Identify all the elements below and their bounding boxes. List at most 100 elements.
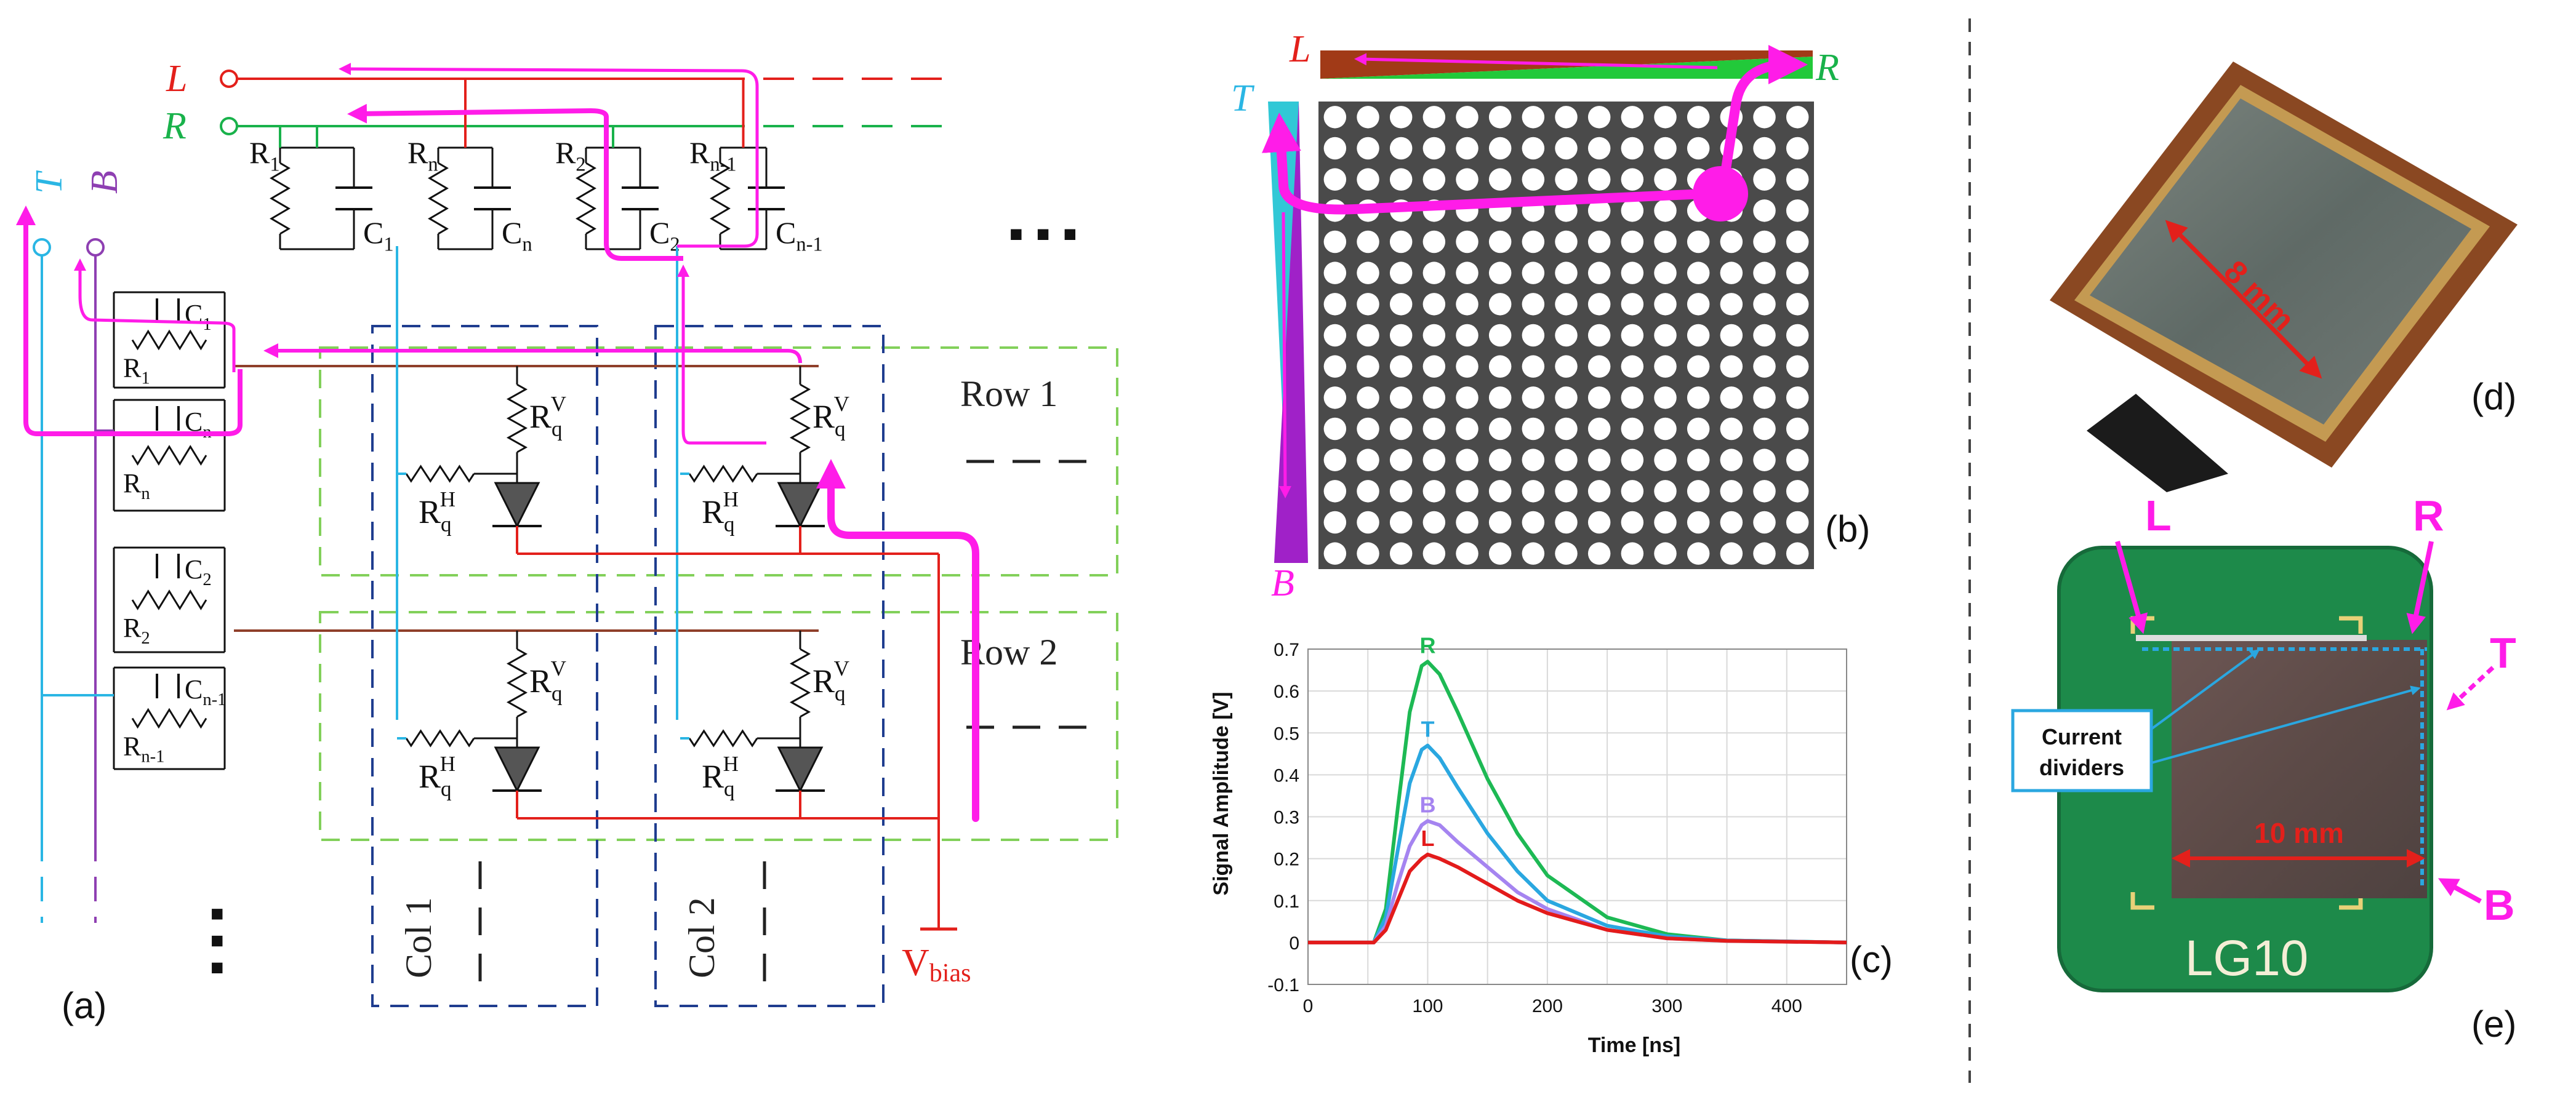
pixel-microcell [1323, 449, 1347, 471]
e-callout-box [2011, 709, 2153, 792]
b-label-L: L [1289, 28, 1310, 70]
chart-grid [1307, 648, 1847, 985]
pixel-microcell [1522, 511, 1545, 534]
pixel-microcell [1555, 355, 1578, 378]
col-2-label: Col 2 [681, 897, 722, 978]
R-resistive-strip [1320, 57, 1813, 79]
pixel-microcell [1422, 386, 1446, 409]
pixel-grid [1323, 106, 1809, 565]
pixel-microcell [1587, 480, 1611, 503]
left-resistor-label: R2 [123, 613, 150, 648]
panel-e-label: (e) [2471, 1003, 2516, 1045]
pixel-microcell [1456, 511, 1479, 534]
arrow-to-B [1278, 212, 1291, 498]
ladder-frame [113, 546, 226, 653]
pixel-microcell [1654, 449, 1677, 471]
pixel-microcell [1587, 137, 1611, 160]
pixel-microcell [1488, 106, 1512, 129]
chart-y-tick-label: -0.1 [1267, 975, 1299, 995]
quench-resistor-h-icon [405, 729, 475, 748]
pixel-microcell [1323, 355, 1347, 378]
e-callout-line2: dividers [2039, 755, 2124, 780]
spad-diode-icon [777, 482, 824, 529]
top-capacitor-label: Cn [502, 215, 532, 256]
pixel-microcell [1753, 137, 1776, 160]
quench-resistor-v-icon [789, 648, 811, 718]
pixel-microcell [1488, 355, 1512, 378]
pixel-microcell [1587, 230, 1611, 253]
col-2-box [654, 325, 885, 1007]
chart-x-axis-label: Time [ns] [1588, 1034, 1681, 1057]
pixel-microcell [1720, 480, 1743, 503]
pixel-microcell [1720, 511, 1743, 534]
pixel-microcell [1687, 137, 1710, 160]
top-capacitor-label: Cn-1 [776, 215, 823, 256]
pixel-microcell [1587, 168, 1611, 191]
e-label-B: B [2484, 881, 2515, 929]
pixel-microcell [1687, 261, 1710, 284]
b-label-R: R [1815, 47, 1839, 89]
pixel-microcell [1621, 417, 1644, 441]
rq-v-label: RqV [529, 656, 566, 706]
pixel-microcell [1357, 542, 1379, 565]
resistor-icon [576, 162, 596, 235]
capacitor-icon [156, 298, 180, 323]
pixel-microcell [1389, 261, 1413, 284]
pixel-microcell [1687, 324, 1710, 347]
pixel-microcell [1389, 449, 1413, 471]
pixel-microcell [1488, 449, 1512, 471]
quench-resistor-h-icon [688, 465, 758, 483]
B-resistive-strip [1274, 102, 1308, 563]
chart-y-tick-label: 0.5 [1274, 724, 1299, 744]
resistor-icon [428, 162, 449, 235]
pixel-microcell [1786, 324, 1809, 347]
chart-y-axis-label: Signal Amplitude [V] [1210, 692, 1233, 895]
pixel-microcell [1488, 168, 1512, 191]
pixel-microcell [1621, 480, 1644, 503]
pixel-microcell [1753, 230, 1776, 253]
pixel-microcell [1654, 480, 1677, 503]
panel-c-label: (c) [1850, 939, 1893, 980]
quench-resistor-h-icon [405, 465, 475, 483]
rq-v-label: RqV [813, 392, 849, 441]
arrow-to-R [1719, 45, 1808, 186]
pixel-microcell [1555, 386, 1578, 409]
pixel-microcell [1422, 168, 1446, 191]
pixel-microcell [1357, 386, 1379, 409]
pixel-microcell [1422, 137, 1446, 160]
pixel-microcell [1621, 355, 1644, 378]
pixel-microcell [1488, 417, 1512, 441]
panel-d-photo: 8 mm (d) [2050, 62, 2518, 492]
e-corner-mark-bl [2130, 892, 2154, 910]
current-path-row [263, 343, 802, 364]
capacitor-icon [748, 186, 785, 210]
pixel-microcell [1488, 293, 1512, 316]
top-capacitor-label: C2 [649, 215, 680, 256]
pixel-microcell [1357, 137, 1379, 160]
pixel-microcell [1587, 386, 1611, 409]
top-block-frame [437, 146, 494, 250]
label-L: L [166, 58, 187, 100]
pixel-microcell [1687, 449, 1710, 471]
panel-d-label: (d) [2471, 376, 2516, 417]
pixel-microcell [1389, 137, 1413, 160]
pixel-microcell [1488, 511, 1512, 534]
pixel-microcell [1522, 293, 1545, 316]
pixel-microcell [1422, 511, 1446, 534]
pixel-microcell [1587, 106, 1611, 129]
pixel-microcell [1389, 230, 1413, 253]
pixel-microcell [1621, 230, 1644, 253]
pixel-microcell [1654, 168, 1677, 191]
pixel-microcell [1422, 542, 1446, 565]
pixel-microcell [1587, 261, 1611, 284]
e-arrow-R [2406, 541, 2434, 634]
spad-diode-icon [494, 482, 540, 529]
pixel-microcell [1555, 324, 1578, 347]
pixel-microcell [1389, 511, 1413, 534]
pixel-microcell [1753, 480, 1776, 503]
left-resistor-label: R1 [123, 353, 150, 388]
